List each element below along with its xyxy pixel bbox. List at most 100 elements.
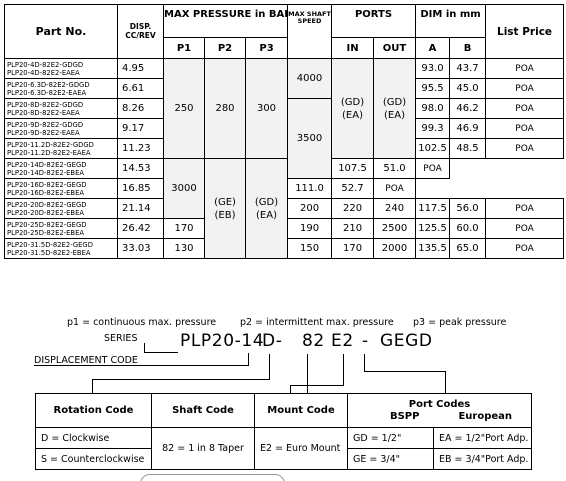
connector-line — [364, 354, 365, 372]
legend-p1: p1 = continuous max. pressure — [67, 317, 217, 328]
legend-p3: p3 = peak pressure — [413, 317, 507, 328]
table-row: D = Clockwise 82 = 1 in 8 Taper E2 = Eur… — [35, 427, 533, 470]
dim-b: 60.0 — [449, 218, 487, 239]
port-out: (GD)(EA) — [373, 58, 417, 159]
connector-line — [364, 371, 446, 372]
header-part-no: Part No. — [4, 4, 118, 59]
dim-a: 107.5 — [331, 158, 375, 179]
speed-value: 3500 — [287, 98, 333, 179]
dim-b: 52.7 — [331, 178, 375, 199]
p3-value: 240 — [373, 198, 417, 219]
header-max-pressure: MAX PRESSURE in BAR — [162, 4, 289, 38]
p1-value: 130 — [163, 238, 205, 259]
model-series: PLP20-14 — [180, 331, 265, 351]
header-p3: P3 — [244, 37, 289, 59]
port-out: (GD)(EA) — [244, 158, 289, 259]
spec-table: Part No. DISP. CC/REV MAX PRESSURE in BA… — [4, 4, 565, 259]
table-row: S = Counterclockwise GE = 3/4" EB = 3/4"… — [35, 448, 533, 470]
list-price: POA — [485, 58, 565, 79]
p2-value: 220 — [331, 198, 375, 219]
list-price: POA — [415, 158, 451, 179]
rotation-clockwise: D = Clockwise — [35, 427, 152, 449]
displacement: 26.42 — [117, 218, 164, 239]
legend-p2: p2 = intermittent max. pressure — [240, 317, 394, 328]
list-price: POA — [373, 178, 417, 199]
header-p2: P2 — [204, 37, 246, 59]
list-price: POA — [485, 138, 565, 159]
model-ports: GEGD — [380, 331, 433, 351]
list-price: POA — [485, 198, 565, 219]
p2-value: 190 — [287, 218, 333, 239]
connector-line — [92, 379, 270, 380]
list-price: POA — [485, 118, 565, 139]
displacement: 11.23 — [117, 138, 164, 159]
dim-a: 125.5 — [415, 218, 451, 239]
speed-value: 2500 — [373, 218, 417, 239]
displacement-code-label: DISPLACEMENT CODE — [34, 355, 138, 366]
header-max-shaft-speed: MAX SHAFT SPEED — [287, 4, 333, 59]
connector-line — [343, 354, 344, 385]
european-eb: EB = 3/4"Port Adp. — [432, 448, 533, 470]
p2-value: 150 — [287, 238, 333, 259]
dim-a: 99.3 — [415, 118, 451, 139]
rotation-counterclockwise: S = Counterclockwise — [35, 448, 152, 470]
header-dim: DIM in mm — [415, 4, 487, 38]
codes-table: Rotation Code Shaft Code Mount Code Port… — [35, 393, 533, 470]
dim-b: 46.2 — [449, 98, 487, 119]
dim-b: 46.9 — [449, 118, 487, 139]
list-price: POA — [485, 238, 565, 259]
dim-a: 135.5 — [415, 238, 451, 259]
connector-line — [34, 365, 249, 366]
list-price: POA — [485, 218, 565, 239]
header-list-price: List Price — [485, 4, 565, 59]
list-price: POA — [485, 98, 565, 119]
speed-value: 3000 — [163, 158, 205, 219]
header-b: B — [449, 37, 487, 59]
speed-value: 4000 — [287, 58, 333, 99]
series-label: SERIES — [104, 333, 138, 344]
connector-line — [307, 354, 308, 393]
connector-line — [92, 379, 93, 393]
p3-value: 210 — [331, 218, 375, 239]
dim-a: 93.0 — [415, 58, 451, 79]
p1-value: 250 — [163, 58, 205, 159]
port-in: (GE)(EB) — [204, 158, 246, 259]
displacement: 8.26 — [117, 98, 164, 119]
connector-line — [290, 385, 291, 393]
connector-line — [269, 354, 270, 380]
p1-value: 200 — [287, 198, 333, 219]
dim-a: 111.0 — [287, 178, 333, 199]
p3-value: 170 — [331, 238, 375, 259]
bspp-ge: GE = 3/4" — [347, 448, 434, 470]
list-price: POA — [485, 78, 565, 99]
dim-a: 95.5 — [415, 78, 451, 99]
header-shaft-code: Shaft Code — [151, 393, 255, 428]
dim-b: 51.0 — [373, 158, 417, 179]
dim-a: 102.5 — [415, 138, 451, 159]
displacement: 16.85 — [117, 178, 164, 199]
port-in: (GD)(EA) — [331, 58, 375, 159]
dim-b: 45.0 — [449, 78, 487, 99]
dim-a: 117.5 — [415, 198, 451, 219]
bspp-gd: GD = 1/2" — [347, 427, 434, 449]
displacement: 14.53 — [117, 158, 164, 179]
model-rotation: D- — [262, 331, 283, 351]
p2-value: 280 — [204, 58, 246, 159]
